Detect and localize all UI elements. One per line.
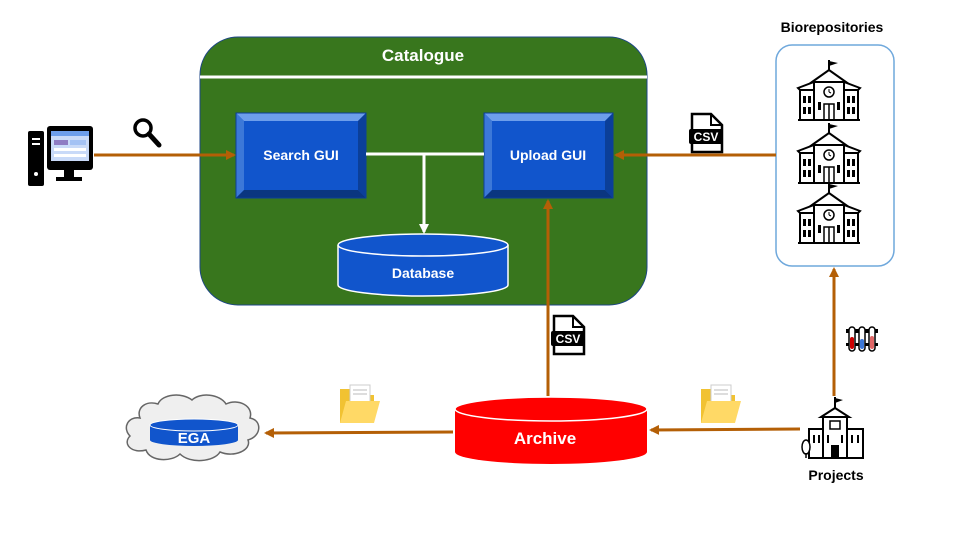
folder-icon: [701, 384, 741, 423]
projects-label: Projects: [808, 467, 863, 483]
search-gui-label: Search GUI: [263, 147, 338, 163]
school-building-icon: [796, 183, 862, 244]
catalogue-title: Catalogue: [382, 46, 464, 65]
csv-file-icon: CSV: [551, 314, 586, 356]
svg-text:CSV: CSV: [694, 130, 719, 144]
school-building-icon: [796, 60, 862, 121]
gui-database-connector: [366, 152, 484, 234]
test-tubes-icon: [846, 326, 878, 352]
svg-text:CSV: CSV: [556, 332, 581, 346]
csv-file-icon: CSV: [689, 112, 724, 154]
upload-gui-box: Upload GUI: [483, 112, 614, 199]
arrow-projects-to-archive: [649, 424, 801, 435]
arrow-archive-to-ega: [264, 427, 454, 438]
database-label: Database: [392, 265, 454, 281]
archive-label: Archive: [514, 429, 576, 448]
school-icons: [796, 60, 862, 244]
computer-icon: [28, 126, 93, 186]
archive-cylinder: Archive: [454, 396, 648, 464]
ega-cloud: EGA: [125, 394, 260, 462]
biorepositories-title: Biorepositories: [781, 19, 884, 35]
database-cylinder: Database: [337, 233, 509, 297]
ega-label: EGA: [178, 430, 211, 447]
search-gui-box: Search GUI: [235, 112, 367, 199]
school-building-icon: [796, 123, 862, 184]
projects-building-icon: [801, 397, 864, 459]
folder-icon: [340, 384, 380, 423]
search-icon: [133, 118, 162, 148]
upload-gui-label: Upload GUI: [510, 147, 586, 163]
